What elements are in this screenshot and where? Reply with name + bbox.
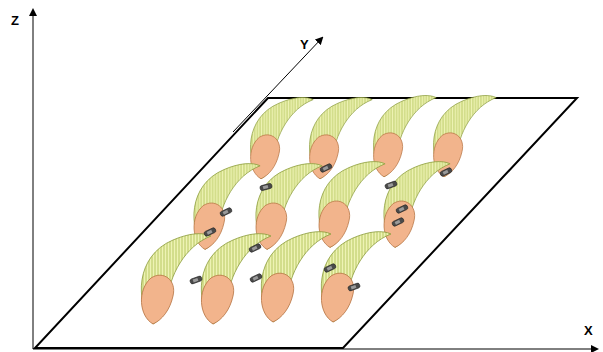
leaf-lobes bbox=[141, 95, 496, 324]
z-axis bbox=[33, 10, 34, 349]
vehicles bbox=[190, 163, 453, 291]
ground-plane bbox=[35, 98, 577, 348]
y-axis-label: Y bbox=[300, 38, 309, 51]
z-axis-label: Z bbox=[11, 14, 19, 27]
x-axis-label: X bbox=[584, 324, 593, 337]
